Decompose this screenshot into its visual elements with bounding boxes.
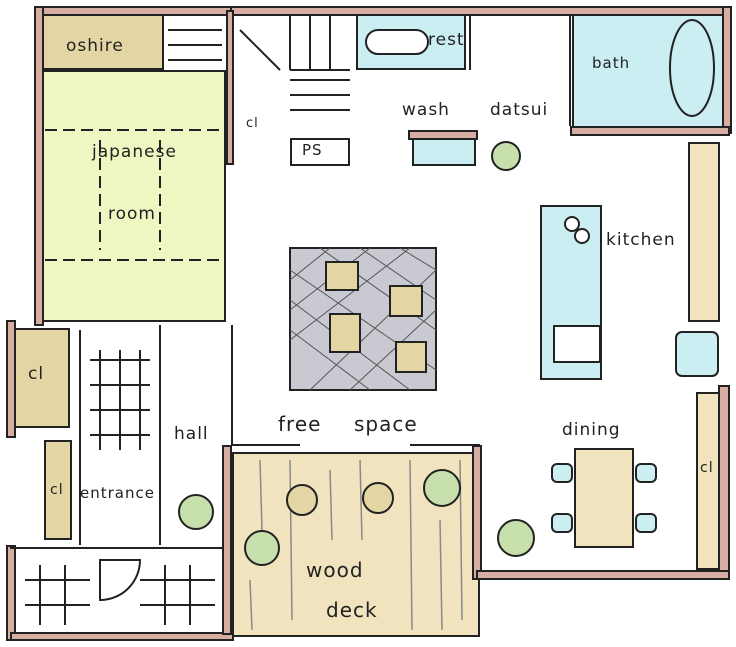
stairs — [168, 16, 350, 111]
toilet-icon — [365, 29, 429, 55]
ps-box — [290, 138, 350, 166]
label-free: free — [278, 412, 322, 436]
wall-bottom — [10, 632, 234, 641]
fridge — [675, 331, 719, 377]
wall-bottom-right — [476, 570, 730, 580]
floor-cushions — [325, 261, 427, 373]
label-hall: hall — [174, 424, 209, 444]
wall-left-mid — [6, 320, 16, 438]
wash-sink — [412, 136, 476, 166]
kitchen-back-counter — [688, 142, 720, 322]
label-ps: PS — [302, 141, 323, 159]
wall-deck-left — [222, 445, 232, 635]
bathtub-icon — [669, 19, 715, 117]
stove-icon — [564, 216, 580, 232]
dining-chairs — [551, 463, 657, 533]
closet-left — [14, 328, 70, 428]
deck-stools — [286, 482, 394, 516]
label-dining: dining — [562, 420, 621, 440]
label-kitchen: kitchen — [606, 230, 676, 250]
partitions — [10, 16, 571, 549]
wall-stair-left — [226, 10, 234, 165]
label-bath: bath — [592, 54, 631, 72]
label-room: room — [108, 204, 156, 224]
japanese-room-area — [40, 70, 226, 322]
closet-entrance — [44, 440, 72, 540]
label-cl-stair: cl — [246, 116, 259, 131]
wall-bath-bottom — [570, 126, 730, 136]
label-rest: rest — [428, 30, 465, 50]
label-cl-left: cl — [28, 364, 45, 384]
label-cl-right: cl — [700, 460, 714, 476]
closet-right — [696, 392, 722, 570]
label-datsui: datsui — [490, 100, 549, 120]
label-cl-entrance: cl — [50, 482, 64, 498]
plant-icons — [178, 141, 535, 566]
label-wash: wash — [402, 100, 450, 120]
wall-wash — [408, 130, 478, 140]
label-wood: wood — [306, 558, 364, 582]
label-japanese: japanese — [92, 142, 177, 162]
deck-boards — [249, 459, 463, 631]
tatami-lines — [45, 129, 222, 261]
label-oshire: oshire — [66, 36, 124, 56]
label-entrance: entrance — [80, 484, 155, 502]
dining-table — [574, 448, 634, 548]
wall-left — [34, 6, 44, 326]
label-deck: deck — [326, 598, 378, 622]
entrance-tiles — [25, 350, 215, 625]
kitchen-sink-icon — [553, 325, 601, 363]
label-space: space — [354, 412, 418, 436]
